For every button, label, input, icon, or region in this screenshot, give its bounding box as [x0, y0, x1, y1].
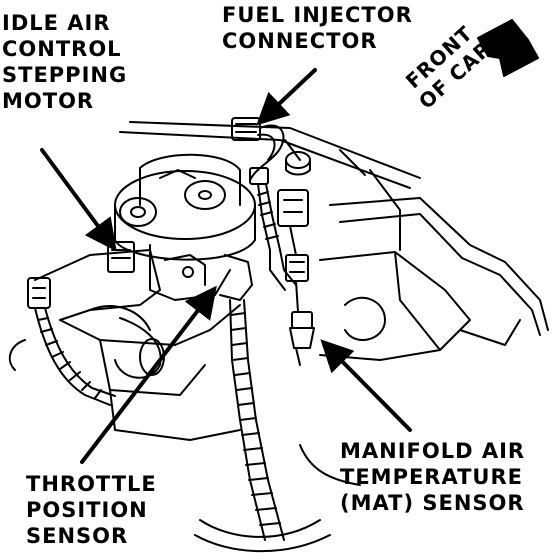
misc-component	[285, 151, 311, 176]
label-line: FUEL INJECTOR	[222, 3, 413, 27]
label-line: CONTROL	[2, 37, 122, 61]
front-direction-arrow	[477, 19, 539, 77]
wire-harness-lower	[194, 249, 361, 553]
label-idle-air-control: IDLE AIR CONTROL STEPPING MOTOR	[2, 10, 127, 114]
mat-sensor	[289, 311, 315, 366]
label-line: IDLE AIR	[2, 11, 111, 35]
label-line: SENSOR	[26, 524, 129, 548]
label-fuel-injector: FUEL INJECTOR CONNECTOR	[222, 2, 413, 54]
label-line: TEMPERATURE	[340, 465, 523, 489]
intake-duct	[319, 197, 549, 361]
label-line: (MAT) SENSOR	[340, 491, 525, 515]
label-throttle-position: THROTTLE POSITION SENSOR	[26, 471, 157, 549]
harness-connector	[277, 189, 309, 313]
hood-lines	[119, 121, 421, 251]
throttle-body-unit	[114, 153, 256, 301]
label-line: MOTOR	[2, 89, 95, 113]
label-line: CONNECTOR	[222, 29, 378, 53]
label-line: MANIFOLD AIR	[340, 439, 526, 463]
wire-harness-upper	[257, 183, 281, 251]
label-manifold-air-temp: MANIFOLD AIR TEMPERATURE (MAT) SENSOR	[340, 438, 525, 516]
label-line: STEPPING	[2, 63, 128, 87]
label-line: THROTTLE	[26, 472, 157, 496]
label-line: POSITION	[26, 498, 148, 522]
wire-harness-left	[27, 277, 116, 406]
leader-arrows	[40, 68, 412, 464]
